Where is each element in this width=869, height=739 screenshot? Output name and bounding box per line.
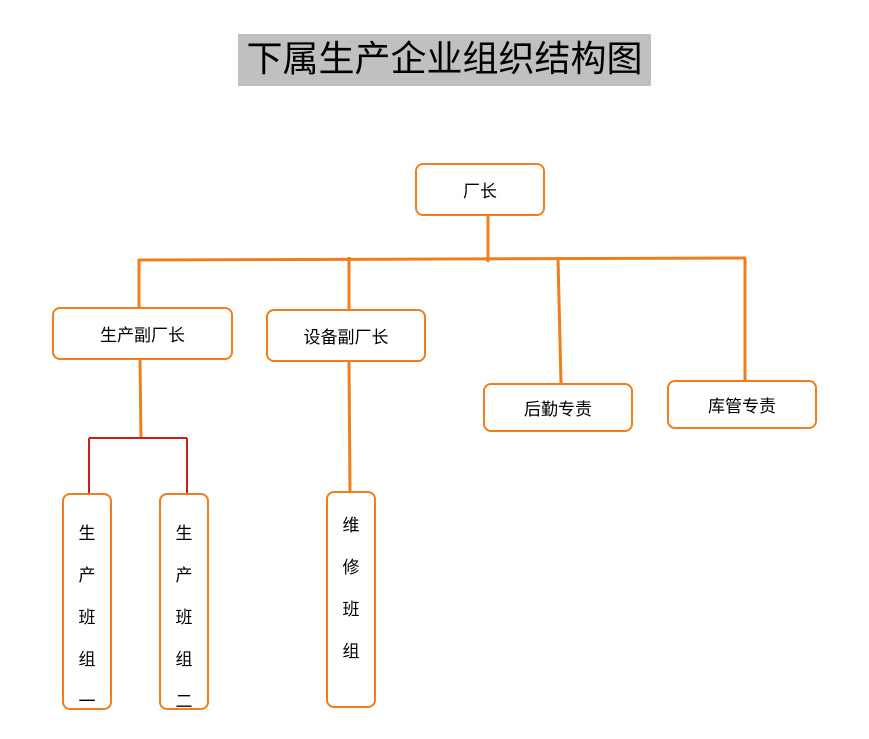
node-maintenance-char: 维 — [342, 516, 360, 536]
node-team-2: 生 产 班 组 二 — [159, 493, 209, 712]
node-team-2-char: 二 — [175, 692, 193, 712]
node-team-1-char: 产 — [78, 566, 96, 586]
node-team-1-char: 一 — [78, 692, 96, 712]
node-maintenance-char: 班 — [342, 600, 360, 620]
connector-equipment-down — [347, 361, 352, 493]
node-production-deputy-label: 生产副厂长 — [100, 326, 185, 346]
node-production-deputy: 生产副厂长 — [52, 307, 233, 360]
connector-production-down — [138, 359, 143, 439]
node-team-1: 生 产 班 组 一 — [62, 493, 112, 712]
node-team-1-char: 组 — [78, 650, 96, 670]
node-team-1-char: 生 — [78, 524, 96, 544]
node-director-label: 厂长 — [463, 182, 497, 202]
node-director: 厂长 — [415, 163, 545, 216]
node-maintenance: 维 修 班 组 — [326, 491, 376, 708]
node-logistics-label: 后勤专责 — [524, 400, 592, 420]
page-title: 下属生产企业组织结构图 — [238, 34, 651, 86]
node-maintenance-char: 组 — [342, 642, 360, 662]
node-logistics: 后勤专责 — [483, 383, 633, 432]
connector-top-bus — [137, 256, 747, 262]
node-warehouse: 库管专责 — [667, 380, 817, 429]
node-team-2-char: 生 — [175, 524, 193, 544]
node-team-2-char: 产 — [175, 566, 193, 586]
node-warehouse-label: 库管专责 — [708, 397, 776, 417]
node-equipment-deputy: 设备副厂长 — [266, 309, 426, 362]
node-team-2-char: 组 — [175, 650, 193, 670]
node-team-1-char: 班 — [78, 608, 96, 628]
connector-to-logistics — [556, 258, 563, 384]
node-team-2-char: 班 — [175, 608, 193, 628]
node-maintenance-char: 修 — [342, 558, 360, 578]
node-equipment-deputy-label: 设备副厂长 — [303, 328, 389, 348]
